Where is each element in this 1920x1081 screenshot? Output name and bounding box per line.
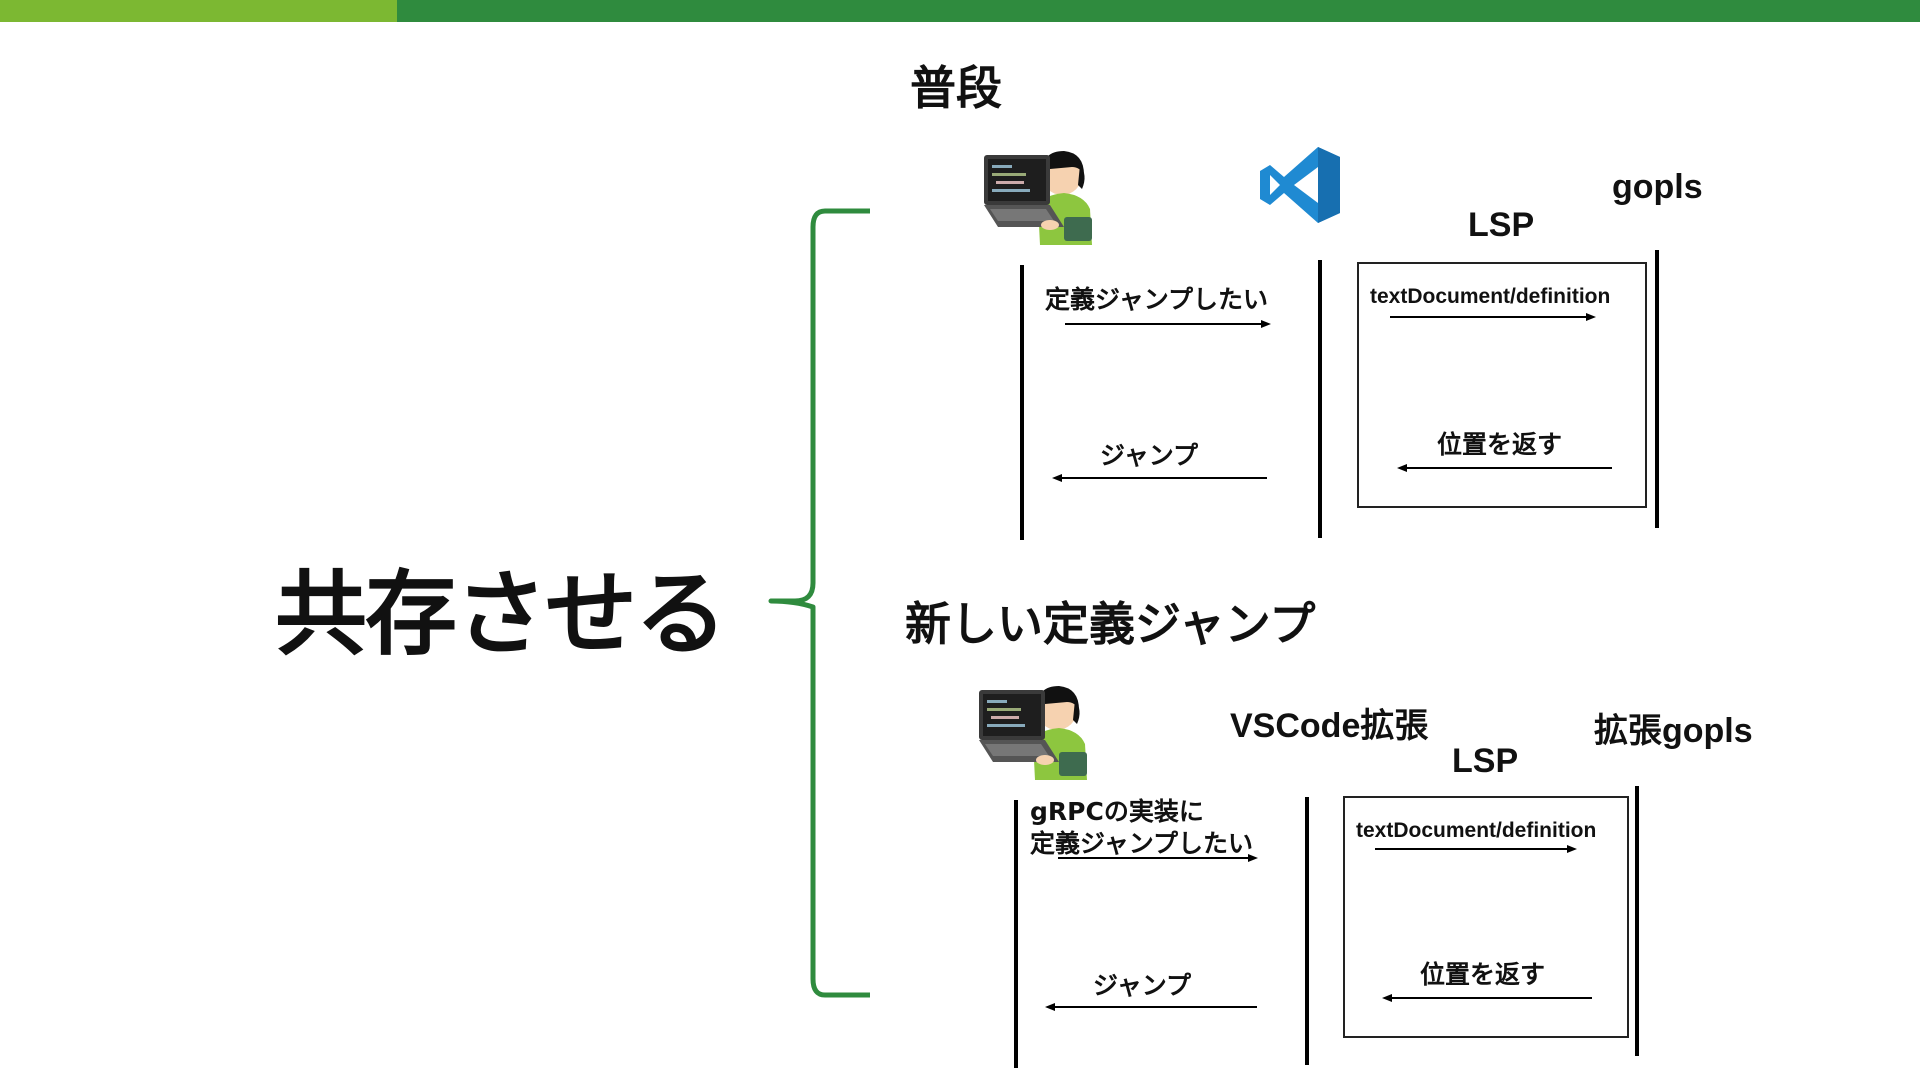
editor-label: VSCode拡張 [1230,707,1429,745]
curly-brace [768,208,870,998]
server-lifeline [1655,250,1659,528]
request-user-label-line1: gRPCの実装に [1030,797,1204,826]
section1-title: 普段 [910,61,1002,115]
protocol-label: LSP [1468,206,1535,244]
request-lsp-arrow [1390,313,1596,321]
response-lsp-label: 位置を返す [1437,430,1563,459]
response-user-label: ジャンプ [1100,441,1199,470]
request-user-arrow [1058,854,1258,862]
request-lsp-label: textDocument/definition [1370,285,1611,308]
client-lifeline [1020,265,1024,540]
response-lsp-arrow [1397,464,1612,472]
request-lsp-label: textDocument/definition [1356,819,1597,842]
section2-title: 新しい定義ジャンプ [905,597,1316,651]
lsp-box [1343,796,1629,1038]
vscode-logo-icon [1258,143,1344,227]
server-lifeline [1635,786,1639,1056]
request-lsp-arrow [1375,845,1577,853]
protocol-label: LSP [1452,742,1519,780]
person-at-laptop-icon [975,680,1095,782]
response-user-label: ジャンプ [1093,971,1192,1000]
lsp-box [1357,262,1647,508]
response-lsp-arrow [1382,994,1592,1002]
request-user-label-line2: 定義ジャンプしたい [1030,829,1254,858]
response-user-arrow [1052,474,1267,482]
client-lifeline [1014,800,1018,1068]
request-user-label: 定義ジャンプしたい [1045,285,1269,314]
editor-lifeline [1305,797,1309,1065]
server-label: gopls [1612,168,1703,206]
top-bar-accent-dark [397,0,1920,22]
top-bar-accent-light [0,0,397,22]
person-at-laptop-icon [980,145,1100,247]
response-lsp-label: 位置を返す [1420,960,1546,989]
server-label: 拡張gopls [1594,712,1753,750]
response-user-arrow [1045,1003,1257,1011]
request-user-arrow [1065,320,1271,328]
editor-lifeline [1318,260,1322,538]
main-label: 共存させる [275,561,727,668]
